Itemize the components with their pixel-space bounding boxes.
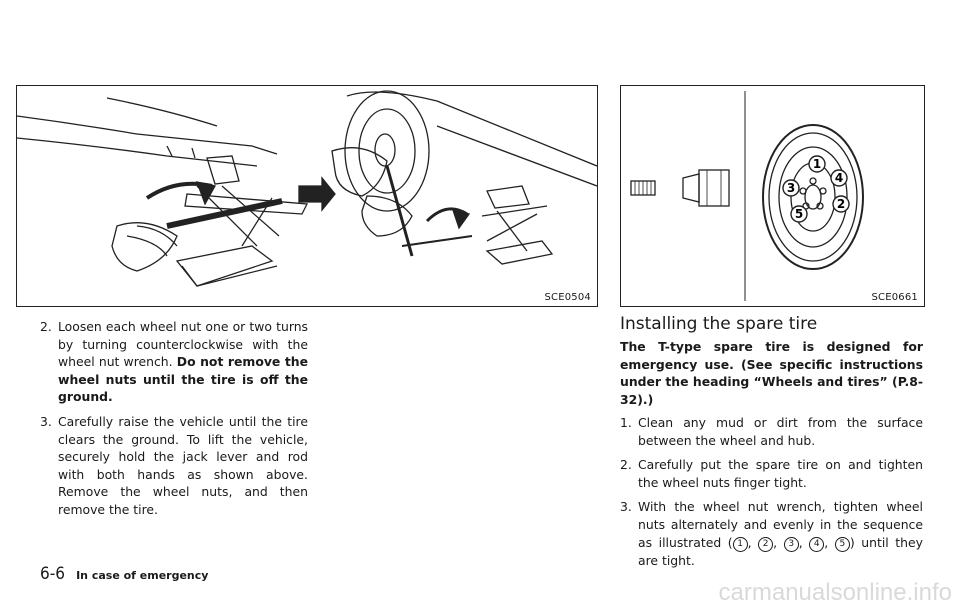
callout-3 bbox=[782, 179, 800, 197]
step-3-text: Carefully raise the vehicle until the ti… bbox=[58, 413, 308, 517]
callout-1-label: 1 bbox=[813, 157, 821, 171]
install-step-2-text: Carefully put the spare tire on and tigh… bbox=[638, 457, 923, 490]
watermark: carmanualsonline.info bbox=[718, 579, 952, 606]
install-step-3: 3. With the wheel nut wrench, tighten wh… bbox=[620, 499, 923, 568]
step-2: 2. Loosen each wheel nut one or two turn… bbox=[40, 318, 308, 406]
page-footer: 6-6 In case of emergency bbox=[40, 564, 208, 584]
install-step-1: 1. Clean any mud or dirt from the surfac… bbox=[620, 414, 923, 449]
page-number: 6-6 bbox=[40, 564, 65, 584]
left-steps-list: 2. Loosen each wheel nut one or two turn… bbox=[40, 318, 308, 526]
callout-4-label: 4 bbox=[835, 171, 843, 185]
seq-circle-2: 2 bbox=[758, 536, 774, 552]
seq-circle-3: 3 bbox=[783, 536, 799, 552]
install-step-3-number: 3. bbox=[620, 499, 632, 515]
install-step-1-text: Clean any mud or dirt from the surface b… bbox=[638, 415, 923, 448]
figure-code-left: SCE0504 bbox=[544, 292, 591, 303]
step-2-text: Loosen each wheel nut one or two turns b… bbox=[58, 319, 308, 370]
jack-drawing bbox=[17, 90, 597, 287]
spare-tire-drawing: 1 2 3 4 5 bbox=[630, 91, 864, 301]
figure-jack-illustration: SCE0504 bbox=[16, 85, 598, 307]
step-3: 3. Carefully raise the vehicle until the… bbox=[40, 413, 308, 519]
install-step-2-number: 2. bbox=[620, 457, 632, 473]
install-step-3-tail: ) until they are tight. bbox=[638, 534, 923, 568]
callout-1 bbox=[808, 155, 826, 173]
section-name: In case of emergency bbox=[76, 569, 209, 582]
section-intro: The T-type spare tire is designed for em… bbox=[620, 339, 923, 407]
install-step-1-number: 1. bbox=[620, 415, 632, 430]
install-step-3-text: With the wheel nut wrench, tighten wheel… bbox=[638, 499, 923, 550]
seq-circle-4: 4 bbox=[809, 536, 825, 552]
seq-circle-1: 1 bbox=[732, 536, 748, 552]
step-2-number: 2. bbox=[40, 319, 52, 334]
install-step-2: 2. Carefully put the spare tire on and t… bbox=[620, 456, 923, 491]
section-heading: Installing the spare tire bbox=[620, 314, 818, 334]
callout-3-label: 3 bbox=[787, 181, 795, 195]
callout-2-label: 2 bbox=[837, 197, 845, 211]
callout-5 bbox=[790, 205, 808, 223]
seq-circle-5: 5 bbox=[834, 536, 850, 552]
callout-5-label: 5 bbox=[795, 207, 803, 221]
callout-2 bbox=[832, 195, 850, 213]
step-2-warning: Do not remove the wheel nuts until the t… bbox=[58, 354, 309, 405]
figure-code-right: SCE0661 bbox=[871, 292, 918, 303]
figure-spare-tire-illustration: 1 2 3 4 5 SCE0661 bbox=[620, 85, 925, 307]
step-3-number: 3. bbox=[40, 413, 52, 429]
right-steps-list: 1. Clean any mud or dirt from the surfac… bbox=[620, 414, 923, 576]
callout-4 bbox=[830, 169, 848, 187]
